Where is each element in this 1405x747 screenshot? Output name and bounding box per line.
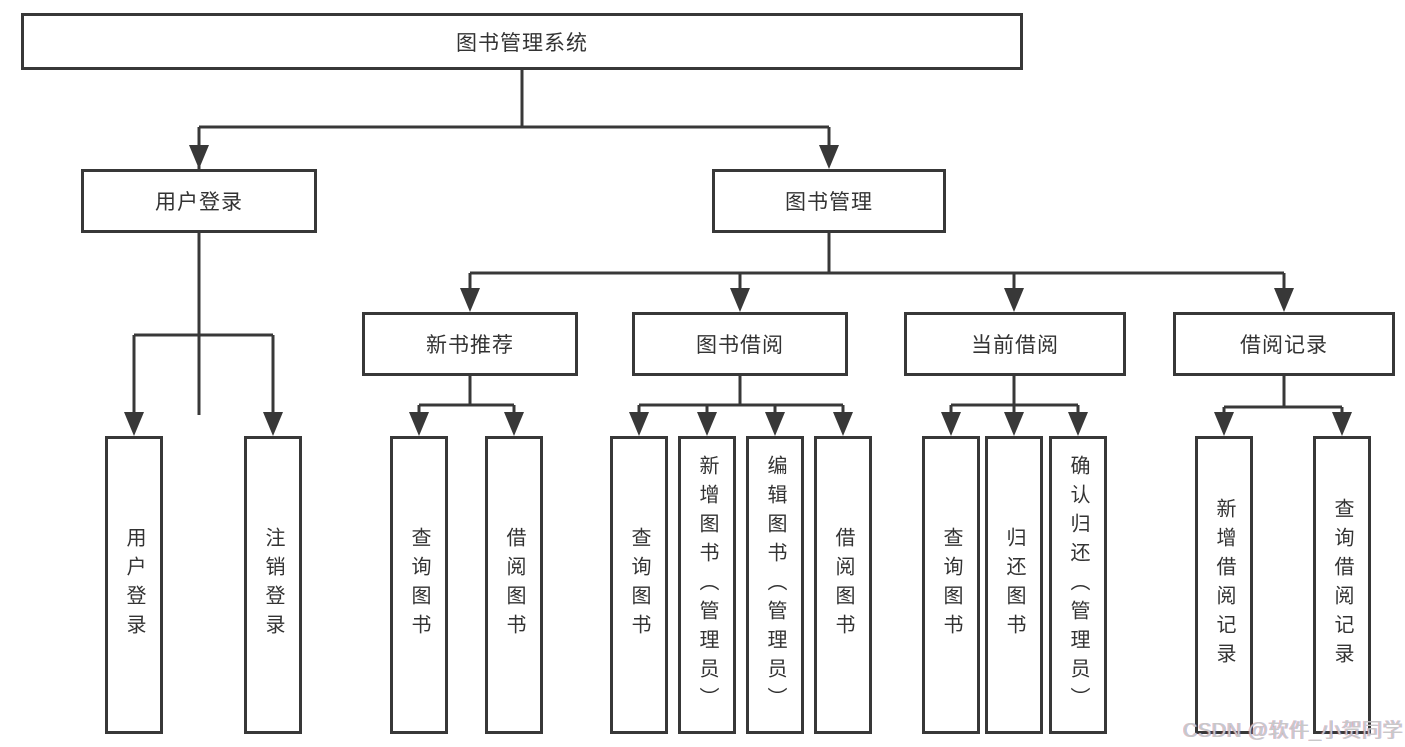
node-label: 编辑图书（管理员） bbox=[764, 454, 786, 716]
connector-new-book-group bbox=[417, 376, 516, 416]
connector-user-login-group bbox=[132, 233, 275, 416]
node-label: 查询图书 bbox=[940, 527, 962, 643]
node-label: 查询借阅记录 bbox=[1331, 498, 1353, 672]
node-label: 借阅记录 bbox=[1240, 334, 1328, 357]
node-new-book-recommend: 新书推荐 bbox=[362, 312, 578, 376]
leaf-borrow-books-2: 借阅图书 bbox=[814, 436, 872, 734]
node-label: 图书借阅 bbox=[696, 334, 784, 357]
node-borrow-records: 借阅记录 bbox=[1173, 312, 1395, 376]
connector-book-borrow-group bbox=[637, 376, 845, 416]
leaf-logout: 注销登录 bbox=[244, 436, 302, 734]
leaf-return-books: 归还图书 bbox=[985, 436, 1043, 734]
node-label: 当前借阅 bbox=[971, 334, 1059, 357]
node-current-borrow: 当前借阅 bbox=[904, 312, 1126, 376]
csdn-watermark: CSDN @软件_小贺同学 bbox=[1183, 720, 1404, 742]
node-user-login: 用户登录 bbox=[81, 169, 317, 233]
leaf-query-books-3: 查询图书 bbox=[922, 436, 980, 734]
connector-book-management-to-level3 bbox=[468, 233, 1286, 293]
node-label: 注销登录 bbox=[262, 527, 284, 643]
leaf-edit-books-admin: 编辑图书（管理员） bbox=[746, 436, 804, 734]
leaf-query-books-1: 查询图书 bbox=[390, 436, 448, 734]
node-label: 借阅图书 bbox=[503, 527, 525, 643]
node-book-management: 图书管理 bbox=[712, 169, 946, 233]
connector-current-borrow-group bbox=[949, 376, 1080, 416]
node-book-borrow: 图书借阅 bbox=[632, 312, 848, 376]
node-label: 图书管理系统 bbox=[456, 31, 588, 55]
leaf-add-borrow-record: 新增借阅记录 bbox=[1195, 436, 1253, 734]
node-label: 新书推荐 bbox=[426, 334, 514, 357]
leaf-query-borrow-record: 查询借阅记录 bbox=[1313, 436, 1371, 734]
node-label: 用户登录 bbox=[123, 527, 145, 643]
leaf-borrow-books-1: 借阅图书 bbox=[485, 436, 543, 734]
leaf-user-login: 用户登录 bbox=[105, 436, 163, 734]
leaf-add-books-admin: 新增图书（管理员） bbox=[678, 436, 736, 734]
node-label: 归还图书 bbox=[1003, 527, 1025, 643]
node-label: 借阅图书 bbox=[832, 527, 854, 643]
node-label: 查询图书 bbox=[408, 527, 430, 643]
node-label: 查询图书 bbox=[628, 527, 650, 643]
node-label: 图书管理 bbox=[785, 191, 873, 214]
node-library-management-system: 图书管理系统 bbox=[21, 13, 1023, 70]
leaf-confirm-return-admin: 确认归还（管理员） bbox=[1049, 436, 1107, 734]
connector-borrow-record-group bbox=[1222, 376, 1344, 416]
node-label: 新增图书（管理员） bbox=[696, 454, 718, 716]
node-label: 用户登录 bbox=[155, 191, 243, 214]
leaf-query-books-2: 查询图书 bbox=[610, 436, 668, 734]
node-label: 确认归还（管理员） bbox=[1067, 454, 1089, 716]
node-label: 新增借阅记录 bbox=[1213, 498, 1235, 672]
